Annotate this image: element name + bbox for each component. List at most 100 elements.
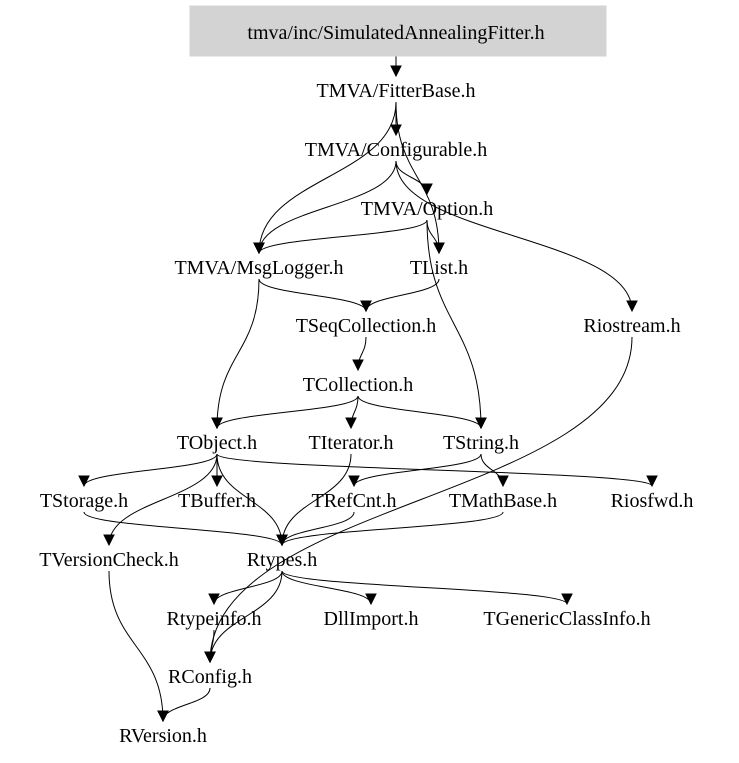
node-label: TList.h: [410, 257, 468, 279]
edge-TCollection-to-TString: [357, 395, 482, 429]
node-label: TSeqCollection.h: [296, 315, 437, 337]
edges-layer: [78, 43, 658, 723]
arrowhead-TCollection-to-TObject: [211, 417, 223, 430]
edge-Rtypes-to-Rtypeinfo: [213, 570, 283, 605]
node-Riosfwd[interactable]: Riosfwd.h: [611, 490, 694, 512]
edge-TString-to-TRefCnt: [353, 453, 482, 487]
edge-TVersionCheck-to-RVersion: [108, 570, 164, 722]
edge-TRefCnt-to-Rtypes: [281, 511, 355, 546]
node-label: Riostream.h: [583, 315, 680, 337]
arrowhead-TObject-to-TBuffer: [211, 475, 223, 488]
node-TMathBase[interactable]: TMathBase.h: [449, 490, 557, 512]
edge-Configurable-to-Riostream: [395, 160, 633, 312]
edge-MsgLogger-to-TSeqCollection: [258, 278, 367, 312]
arrowhead-Riostream-to-RConfig: [204, 651, 216, 664]
edge-Riostream-to-RConfig: [209, 336, 633, 663]
node-TCollection[interactable]: TCollection.h: [303, 374, 414, 396]
node-TVersionCheck[interactable]: TVersionCheck.h: [39, 549, 178, 571]
edge-TIterator-to-Rtypes: [281, 453, 352, 546]
node-label: TCollection.h: [303, 374, 414, 396]
arrowhead-TObject-to-Riosfwd: [646, 475, 658, 488]
arrowhead-Configurable-to-Option: [421, 183, 433, 196]
node-TList[interactable]: TList.h: [410, 257, 468, 279]
node-MsgLogger[interactable]: TMVA/MsgLogger.h: [174, 257, 343, 279]
node-label: TIterator.h: [309, 432, 394, 454]
arrowhead-Configurable-to-Riostream: [626, 300, 638, 313]
arrowhead-TVersionCheck-to-RVersion: [157, 710, 169, 723]
arrowhead-TList-to-TSeqCollection: [360, 300, 372, 313]
arrowhead-TObject-to-TVersionCheck: [103, 534, 115, 547]
node-TIterator[interactable]: TIterator.h: [309, 432, 394, 454]
edge-Rtypes-to-DllImport: [281, 570, 372, 605]
node-FitterBase[interactable]: TMVA/FitterBase.h: [316, 80, 475, 102]
arrowhead-TCollection-to-TString: [475, 417, 487, 430]
root-node-box: [189, 5, 607, 57]
edge-TCollection-to-TObject: [216, 395, 359, 429]
node-TObject[interactable]: TObject.h: [177, 432, 257, 454]
node-Riostream[interactable]: Riostream.h: [583, 315, 680, 337]
node-label: TString.h: [443, 432, 519, 454]
node-Rtypeinfo[interactable]: Rtypeinfo.h: [167, 608, 262, 630]
node-TSeqCollection[interactable]: TSeqCollection.h: [296, 315, 437, 337]
node-Rtypes[interactable]: Rtypes.h: [247, 549, 318, 571]
edge-Option-to-MsgLogger: [258, 219, 428, 254]
node-TBuffer[interactable]: TBuffer.h: [178, 490, 256, 512]
edge-MsgLogger-to-TObject: [216, 278, 260, 429]
node-label: TBuffer.h: [178, 490, 256, 512]
node-label: TGenericClassInfo.h: [483, 608, 650, 630]
edge-Rtypes-to-TGenericClassInfo: [281, 570, 568, 605]
edge-FitterBase-to-MsgLogger: [258, 101, 397, 254]
node-label: RVersion.h: [119, 725, 207, 747]
node-label: TMVA/Option.h: [361, 198, 493, 220]
arrowhead-TString-to-TMathBase: [497, 475, 509, 488]
node-RVersion[interactable]: RVersion.h: [119, 725, 207, 747]
edge-Option-to-TString: [426, 219, 482, 429]
node-TString[interactable]: TString.h: [443, 432, 519, 454]
arrowhead-root-to-FitterBase: [390, 65, 402, 78]
edge-RConfig-to-RVersion: [162, 687, 211, 722]
node-Option[interactable]: TMVA/Option.h: [361, 198, 493, 220]
arrowhead-Rtypes-to-DllImport: [365, 593, 377, 606]
node-root[interactable]: tmva/inc/SimulatedAnnealingFitter.h: [189, 5, 607, 57]
node-label: Rtypes.h: [247, 549, 318, 571]
arrowhead-Rtypes-to-TGenericClassInfo: [561, 593, 573, 606]
edge-TMathBase-to-Rtypes: [281, 511, 504, 546]
node-label: TObject.h: [177, 432, 257, 454]
arrowhead-TSeqCollection-to-TCollection: [352, 359, 364, 372]
node-RConfig[interactable]: RConfig.h: [168, 666, 252, 688]
node-label: RConfig.h: [168, 666, 252, 688]
arrowhead-Option-to-TList: [433, 242, 445, 255]
arrowhead-Rtypes-to-Rtypeinfo: [208, 593, 220, 606]
edge-FitterBase-to-TList: [395, 101, 440, 254]
edge-TObject-to-TVersionCheck: [108, 453, 218, 546]
node-label: TMVA/FitterBase.h: [316, 80, 475, 102]
node-label: TVersionCheck.h: [39, 549, 178, 571]
node-label: Riosfwd.h: [611, 490, 694, 512]
arrowhead-Option-to-MsgLogger: [253, 242, 265, 255]
edge-TObject-to-Riosfwd: [216, 453, 653, 487]
nodes-layer: tmva/inc/SimulatedAnnealingFitter.hTMVA/…: [39, 5, 694, 747]
node-TStorage[interactable]: TStorage.h: [40, 490, 128, 512]
node-DllImport[interactable]: DllImport.h: [324, 608, 419, 630]
arrowhead-TMathBase-to-Rtypes: [276, 534, 288, 547]
node-TGenericClassInfo[interactable]: TGenericClassInfo.h: [483, 608, 650, 630]
node-label: Rtypeinfo.h: [167, 608, 262, 630]
arrowhead-TString-to-TRefCnt: [348, 475, 360, 488]
node-TRefCnt[interactable]: TRefCnt.h: [312, 490, 397, 512]
node-Configurable[interactable]: TMVA/Configurable.h: [305, 139, 487, 161]
edge-TStorage-to-Rtypes: [83, 511, 283, 546]
edge-Rtypes-to-RConfig: [209, 570, 283, 663]
edge-TObject-to-Rtypes: [216, 453, 283, 546]
node-label: DllImport.h: [324, 608, 419, 630]
arrowhead-TCollection-to-TIterator: [345, 417, 357, 430]
node-label: TMVA/Configurable.h: [305, 139, 487, 161]
arrowhead-TObject-to-TStorage: [78, 475, 90, 488]
node-label: TRefCnt.h: [312, 490, 397, 512]
edge-TList-to-TSeqCollection: [365, 278, 440, 312]
node-label: tmva/inc/SimulatedAnnealingFitter.h: [247, 22, 544, 44]
node-label: TMVA/MsgLogger.h: [174, 257, 343, 279]
node-label: TStorage.h: [40, 490, 128, 512]
edge-Configurable-to-MsgLogger: [258, 160, 397, 254]
edge-TString-to-TMathBase: [480, 453, 504, 487]
